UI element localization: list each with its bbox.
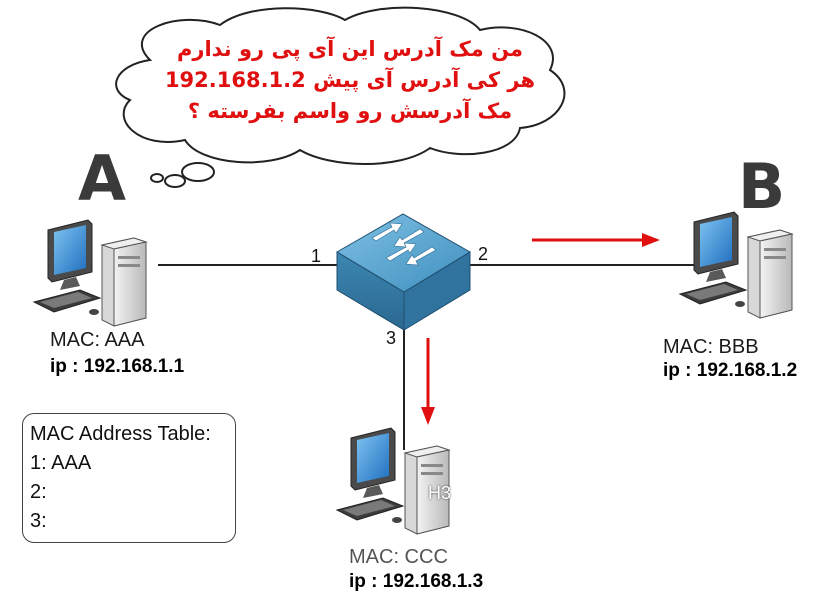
mac-table-row-3: 3: bbox=[30, 510, 47, 532]
computer-a-icon bbox=[33, 219, 147, 327]
arrow-to-b bbox=[532, 233, 660, 247]
host-a-letter: A bbox=[78, 142, 126, 215]
mac-address-table: MAC Address Table: 1: AAA 2: 3: bbox=[22, 413, 236, 543]
bubble-text: من مک آدرس این آی پی رو ندارم هر کی آدرس… bbox=[155, 34, 545, 127]
switch-icon bbox=[336, 213, 471, 331]
host-c-mac: MAC: CCC bbox=[349, 546, 448, 568]
mac-table-row-2: 2: bbox=[30, 481, 47, 503]
computer-b-icon bbox=[679, 211, 793, 319]
host-b-ip: ip : 192.168.1.2 bbox=[663, 360, 798, 381]
mac-table-row-1: 1: AAA bbox=[30, 452, 92, 474]
mac-table-title: MAC Address Table: bbox=[30, 423, 211, 445]
thought-bubble bbox=[115, 6, 566, 188]
host-b-letter: B bbox=[738, 150, 786, 223]
bubble-line-1: من مک آدرس این آی پی رو ندارم bbox=[176, 37, 524, 61]
bubble-line-3: مک آدرسش رو واسم بفرسته ؟ bbox=[187, 99, 513, 123]
host-a-mac: MAC: AAA bbox=[50, 329, 145, 351]
bubble-line-2: هر کی آدرس آی پیش 192.168.1.2 bbox=[164, 68, 536, 92]
arrow-to-h3 bbox=[421, 338, 435, 425]
port-1-label: 1 bbox=[311, 246, 322, 266]
host-c-ip: ip : 192.168.1.3 bbox=[349, 571, 484, 592]
host-h3-label: H3 bbox=[428, 483, 452, 503]
host-b-mac: MAC: BBB bbox=[663, 336, 759, 358]
port-2-label: 2 bbox=[478, 244, 489, 264]
computer-h3-icon bbox=[336, 427, 450, 535]
host-a-ip: ip : 192.168.1.1 bbox=[50, 356, 185, 377]
port-3-label: 3 bbox=[386, 328, 397, 348]
